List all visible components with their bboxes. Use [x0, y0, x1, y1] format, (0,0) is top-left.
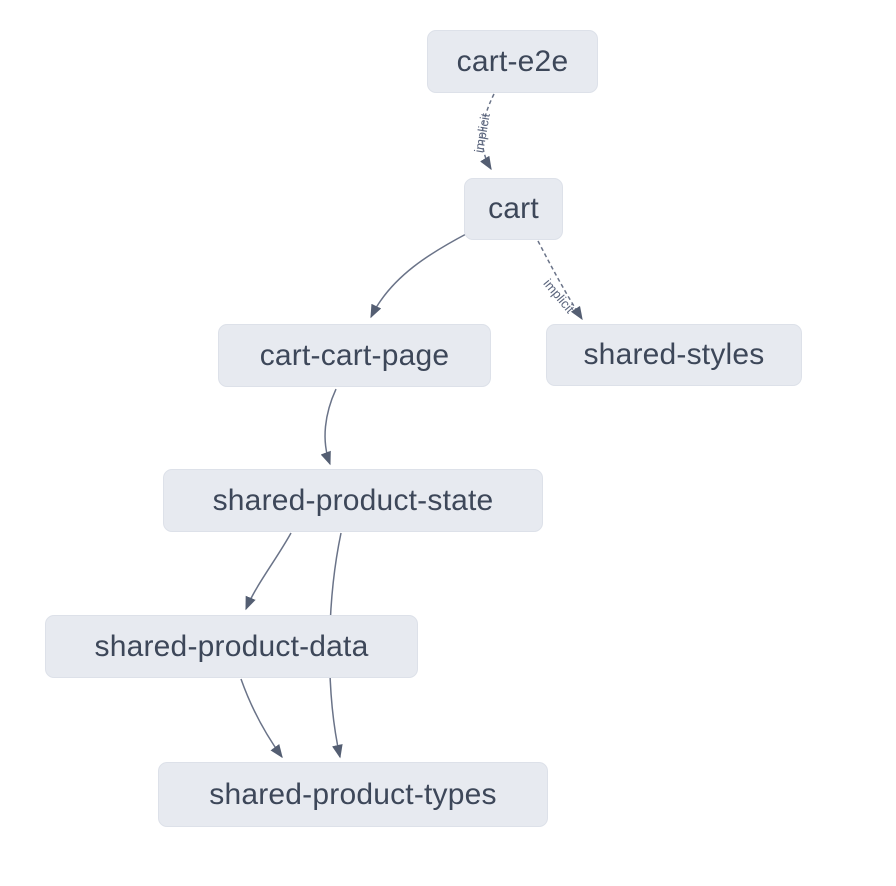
- edge-cart-to-cart-cart-page: [370, 232, 469, 319]
- node-label: shared-product-data: [94, 629, 369, 663]
- node-label: shared-product-state: [212, 483, 494, 517]
- node-label: shared-product-types: [209, 777, 497, 811]
- node-label: cart-e2e: [456, 44, 569, 78]
- node-cart-cart-page[interactable]: cart-cart-page: [218, 324, 491, 387]
- edge-cart-cart-page-to-shared-product-state: [320, 388, 337, 466]
- node-shared-product-data[interactable]: shared-product-data: [45, 615, 418, 678]
- node-shared-product-state[interactable]: shared-product-state: [163, 469, 543, 532]
- edge-cart-to-shared-styles: [537, 240, 583, 321]
- node-shared-styles[interactable]: shared-styles: [546, 324, 802, 386]
- node-label: cart-cart-page: [259, 338, 450, 372]
- edge-shared-product-data-to-shared-product-types: [240, 678, 283, 759]
- edge-shared-product-state-to-shared-product-data: [245, 532, 292, 611]
- edge-cart-e2e-to-cart: [480, 93, 495, 171]
- node-cart[interactable]: cart: [464, 178, 563, 240]
- node-cart-e2e[interactable]: cart-e2e: [427, 30, 598, 93]
- node-label: cart: [488, 192, 539, 225]
- node-label: shared-styles: [583, 338, 765, 371]
- node-shared-product-types[interactable]: shared-product-types: [158, 762, 548, 827]
